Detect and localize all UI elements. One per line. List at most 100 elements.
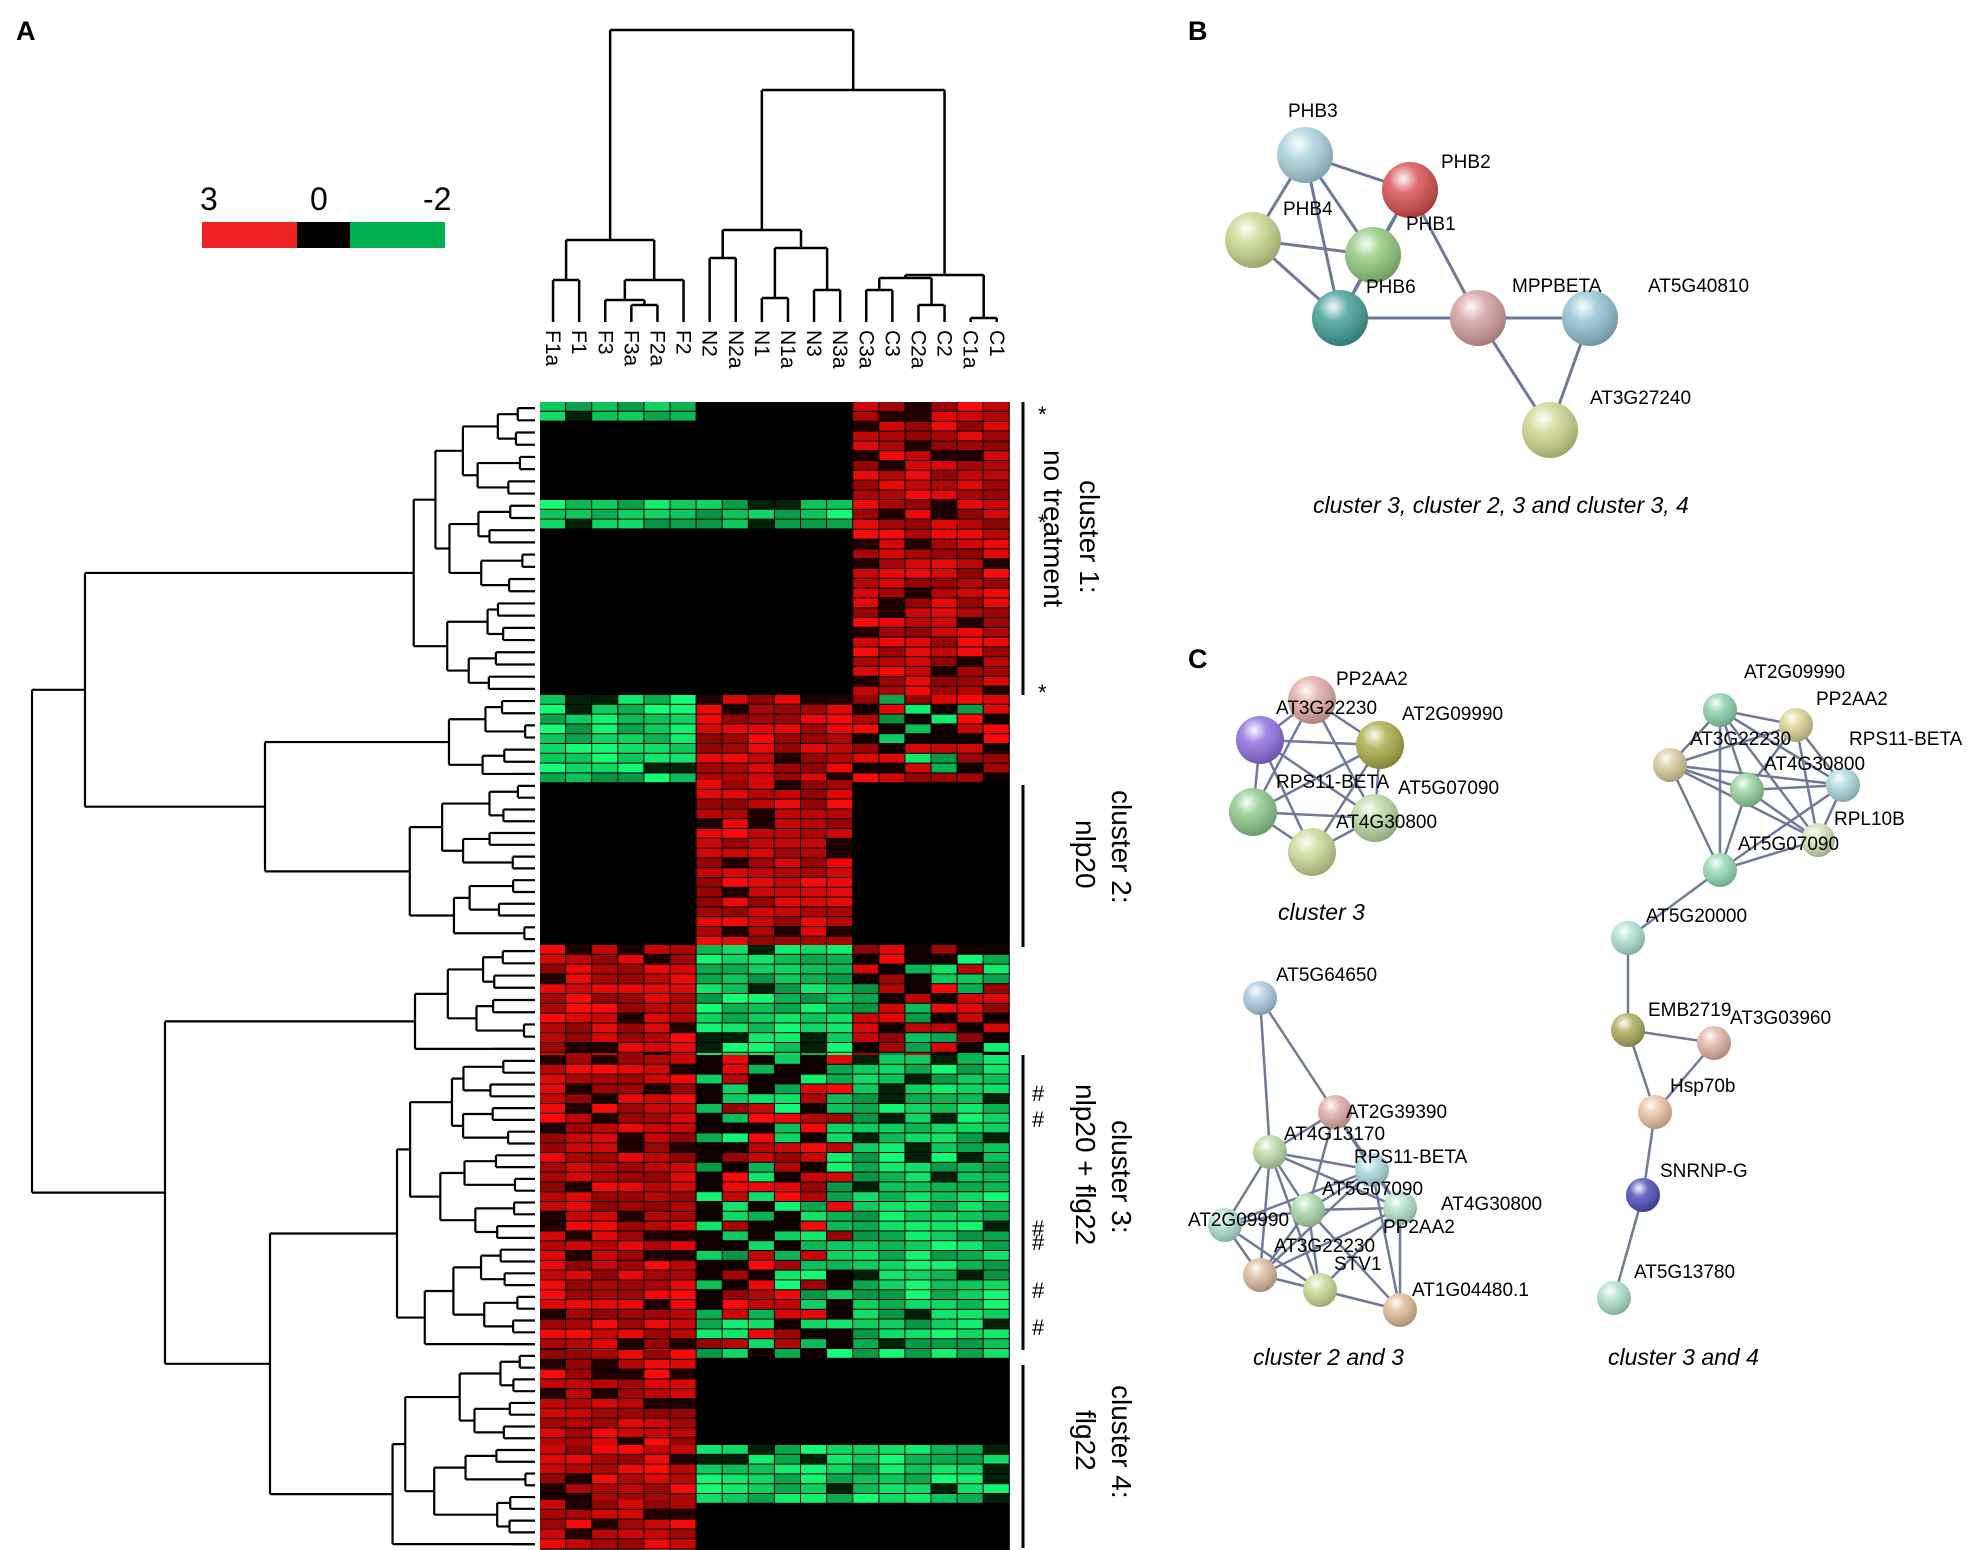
heatmap-cell (931, 1231, 957, 1241)
heatmap-cell (670, 1319, 696, 1329)
heatmap-cell (957, 1231, 983, 1241)
heatmap-cell (853, 1211, 879, 1221)
heatmap-cell (905, 676, 931, 686)
heatmap-cell (644, 974, 670, 984)
heatmap-cell (540, 1539, 566, 1548)
heatmap-cell (774, 1033, 800, 1042)
heatmap-cell (670, 1500, 696, 1509)
heatmap-cell (801, 1003, 827, 1013)
heatmap-cell (748, 704, 774, 714)
heatmap-cell (957, 1300, 983, 1309)
heatmap-cell (931, 1003, 957, 1013)
heatmap-cell (774, 984, 800, 993)
heatmap-cell (566, 1494, 592, 1503)
heatmap-cell (879, 1251, 905, 1260)
heatmap-cell (957, 441, 983, 451)
heatmap-cell (696, 1445, 722, 1454)
heatmap-cell (957, 954, 983, 964)
heatmap-cell (957, 657, 983, 666)
heatmap-cell (957, 1055, 983, 1064)
heatmap-cell (905, 451, 931, 460)
heatmap-cell (540, 1379, 566, 1389)
label-at2g09990-3: AT2G09990 (1744, 662, 1845, 683)
node-phb1 (1345, 227, 1401, 283)
heatmap-cell (774, 714, 800, 724)
heatmap-cell (696, 714, 722, 724)
net3-caption: cluster 3 and 4 (1608, 1344, 1759, 1370)
heatmap-cell (957, 520, 983, 529)
heatmap-cell (801, 500, 827, 509)
heatmap-cell (879, 627, 905, 637)
heatmap-cell (540, 1290, 566, 1299)
heatmap-cell (983, 1162, 1009, 1172)
heatmap-cell (540, 1500, 566, 1509)
heatmap-cell (931, 1454, 957, 1464)
heatmap-cell (774, 1023, 800, 1033)
heatmap-cell (540, 1309, 566, 1319)
heatmap-cell (566, 1260, 592, 1270)
heatmap-cell (618, 1438, 644, 1447)
heatmap-cell (853, 686, 879, 696)
heatmap-cell (644, 500, 670, 509)
heatmap-cell (722, 1464, 748, 1474)
heatmap-cell (722, 1231, 748, 1241)
heatmap-cell (879, 1104, 905, 1113)
heatmap-cell (931, 500, 957, 509)
heatmap-cell (905, 1043, 931, 1052)
heatmap-cell (931, 1445, 957, 1454)
heatmap-cell (774, 1133, 800, 1143)
label-phb6: PHB6 (1366, 277, 1416, 298)
heatmap-cell (827, 1094, 853, 1103)
heatmap-cell (540, 1172, 566, 1182)
heatmap-cell (879, 500, 905, 509)
heatmap-cell (879, 1349, 905, 1358)
heatmap-cell (592, 1270, 618, 1280)
heatmap-cell (827, 936, 853, 946)
heatmap-cell (931, 1464, 957, 1474)
heatmap-cell (644, 773, 670, 783)
node-at3g03960 (1697, 1026, 1731, 1060)
heatmap-cell (566, 509, 592, 519)
heatmap-cell (566, 1251, 592, 1260)
heatmap-cell (931, 549, 957, 559)
heatmap-cell (827, 829, 853, 838)
heatmap-cell (670, 1231, 696, 1241)
heatmap-cell (670, 1251, 696, 1260)
heatmap-cell (879, 964, 905, 974)
heatmap-cell (696, 1033, 722, 1042)
label-pp2aa2-3: PP2AA2 (1816, 689, 1888, 710)
heatmap-cell (931, 714, 957, 724)
heatmap-cell (931, 734, 957, 743)
heatmap-cell (983, 695, 1009, 704)
heatmap-cell (540, 1123, 566, 1133)
heatmap-cell (748, 1202, 774, 1211)
column-label: F2a (645, 330, 668, 367)
label-at5g64650: AT5G64650 (1276, 965, 1377, 986)
heatmap-cell (566, 1153, 592, 1162)
heatmap-cell (931, 695, 957, 704)
node-pp2aa2 (1288, 676, 1336, 724)
heatmap-cell (670, 1280, 696, 1290)
heatmap-cell (722, 1484, 748, 1493)
heatmap-cell (957, 724, 983, 734)
heatmap-cell (879, 1055, 905, 1064)
heatmap-cell (644, 402, 670, 411)
heatmap-cell (670, 1182, 696, 1192)
heatmap-cell (696, 1143, 722, 1152)
heatmap-cell (540, 1399, 566, 1408)
heatmap-cell (801, 838, 827, 848)
heatmap-cell (644, 734, 670, 743)
heatmap-cell (983, 667, 1009, 676)
heatmap-cell (696, 1494, 722, 1503)
heatmap-cell (801, 1339, 827, 1348)
heatmap-cell (879, 1339, 905, 1348)
heatmap-cell (905, 714, 931, 724)
node-at5g07090 (1351, 794, 1399, 842)
heatmap-cell (774, 1319, 800, 1329)
heatmap-cell (722, 780, 748, 789)
heatmap-cell (774, 1123, 800, 1133)
heatmap-cell (644, 1445, 670, 1454)
net1-labels: PP2AA2 AT3G22230 AT2G09990 RPS11-BETA AT… (1276, 669, 1503, 833)
heatmap-cell (957, 1033, 983, 1042)
heatmap-cell (827, 974, 853, 984)
